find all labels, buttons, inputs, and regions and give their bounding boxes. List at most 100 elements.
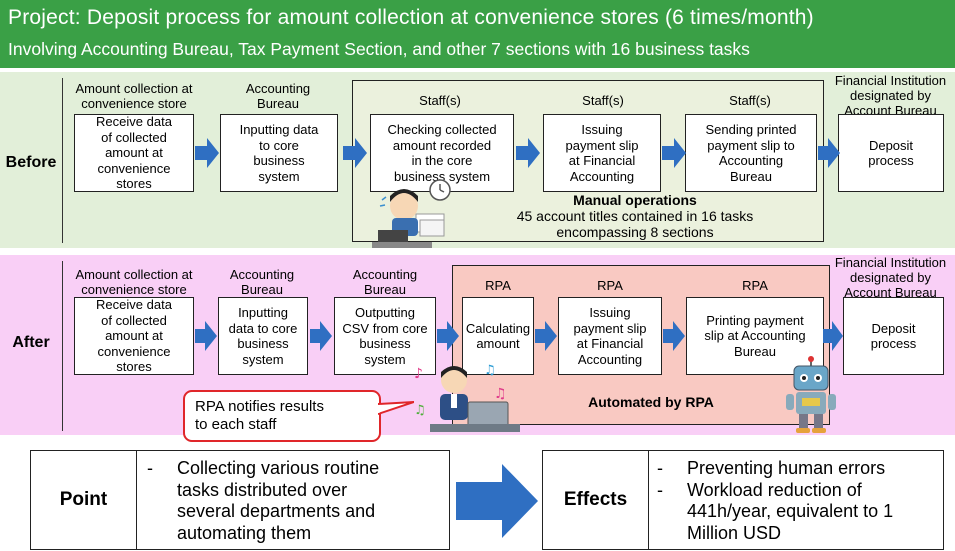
before-header-financial: Financial Institution designated by Acco… [828, 73, 953, 118]
step-line: business [253, 153, 305, 168]
header-line: RPA [742, 278, 768, 293]
flow-arrow-icon [343, 138, 367, 168]
step-line: system [258, 168, 300, 184]
callout-pointer [378, 401, 414, 416]
flow-arrow-icon [195, 321, 217, 351]
after-header-rpa-3: RPA [715, 278, 795, 293]
before-divider [62, 78, 63, 243]
step-line: in the core [411, 153, 473, 168]
effects-line: 441h/year, equivalent to 1 [687, 501, 894, 521]
svg-text:♫: ♫ [484, 363, 496, 378]
step-line: of collected [101, 312, 167, 328]
step-line: process [870, 336, 917, 351]
step-line: system [242, 351, 284, 367]
header-line: Financial Institution [834, 73, 947, 88]
point-line: automating them [177, 522, 312, 543]
effects-line: Million USD [687, 522, 782, 543]
point-table: Point - Collecting various routine tasks… [30, 450, 450, 550]
step-line: to core [259, 137, 299, 153]
step-line: system [364, 351, 406, 367]
after-header-accounting-2: Accounting Bureau [325, 267, 445, 297]
svg-text:♫: ♫ [414, 403, 426, 418]
before-label: Before [5, 154, 57, 171]
step-line: process [868, 153, 914, 168]
effects-label: Effects [543, 451, 649, 549]
header-line: convenience store [81, 282, 187, 297]
step-line: convenience [97, 343, 171, 359]
after-divider [62, 261, 63, 431]
header-line: Bureau [257, 96, 299, 111]
manual-operations-title: Manual operations [573, 192, 697, 208]
rpa-region-title: Automated by RPA [588, 394, 714, 410]
after-header-convenience: Amount collection at convenience store [64, 267, 204, 297]
svg-text:♪: ♪ [414, 366, 423, 382]
step-line: Deposit [868, 137, 914, 153]
point-line: several departments and [177, 501, 376, 521]
step-line: Checking collected [387, 122, 497, 137]
header-line: RPA [597, 278, 623, 293]
manual-operations-text: Manual operations 45 account titles cont… [450, 192, 820, 240]
step-line: at Financial [568, 153, 636, 168]
flow-arrow-icon [535, 321, 557, 351]
header-line: Accounting [245, 81, 311, 96]
point-line: tasks distributed over [177, 479, 348, 500]
svg-text:♫: ♫ [494, 386, 507, 402]
step-line: payment slip [565, 137, 639, 153]
callout-line: to each staff [195, 416, 277, 433]
after-header-accounting-1: Accounting Bureau [202, 267, 322, 297]
step-line: payment slip to [707, 137, 795, 153]
effects-line: Workload reduction of [687, 479, 862, 500]
header-line: designated by [850, 270, 931, 285]
after-header-rpa-1: RPA [462, 278, 534, 293]
header-line: Accounting [352, 267, 418, 282]
step-line: Calculating [465, 320, 531, 336]
happy-worker-icon: ♪ ♫ ♫ ♫ [414, 363, 520, 432]
step-line: Sending printed [705, 122, 797, 137]
callout-line: RPA notifies results [195, 398, 324, 415]
step-line: business [237, 336, 289, 351]
step-line: business [359, 336, 411, 351]
bullet-dash: - [657, 458, 663, 478]
header-line: designated by [850, 88, 931, 103]
bullet-dash: - [147, 458, 153, 478]
step-line: Bureau [734, 343, 776, 359]
step-line: at Financial [576, 336, 644, 351]
step-line: Issuing [581, 122, 623, 137]
effects-bullets: - Preventing human errors - Workload red… [657, 458, 941, 548]
manual-operations-line: encompassing 8 sections [556, 224, 714, 240]
header-line: Staff(s) [582, 93, 624, 108]
step-line: business system [393, 168, 491, 184]
header-line: RPA [485, 278, 511, 293]
header-line: Amount collection at [75, 267, 193, 282]
header-line: Bureau [364, 282, 406, 297]
header-line: Amount collection at [75, 81, 193, 96]
step-line: Outputting [355, 305, 415, 320]
step-line: CSV from core [342, 320, 428, 336]
big-arrow-icon [456, 464, 538, 538]
header-line: Staff(s) [419, 93, 461, 108]
step-line: slip at Accounting [704, 328, 806, 344]
point-bullets: - Collecting various routine tasks distr… [147, 458, 447, 548]
page-subtitle: Involving Accounting Bureau, Tax Payment… [8, 39, 750, 59]
step-line: data to core [228, 320, 298, 336]
header-line: Financial Institution [834, 255, 947, 270]
step-line: stores [116, 176, 152, 192]
step-line: payment slip [573, 320, 647, 336]
flow-arrow-icon [823, 321, 843, 351]
step-line: Issuing [589, 305, 631, 320]
page-title: Project: Deposit process for amount coll… [8, 6, 814, 29]
step-line: Printing payment [706, 312, 804, 328]
after-label: After [12, 334, 50, 351]
bullet-dash: - [657, 479, 663, 500]
stressed-worker-icon [372, 179, 451, 248]
step-line: Bureau [730, 168, 772, 184]
effects-table: Effects - Preventing human errors - Work… [542, 450, 944, 550]
header-line: convenience store [81, 96, 187, 111]
